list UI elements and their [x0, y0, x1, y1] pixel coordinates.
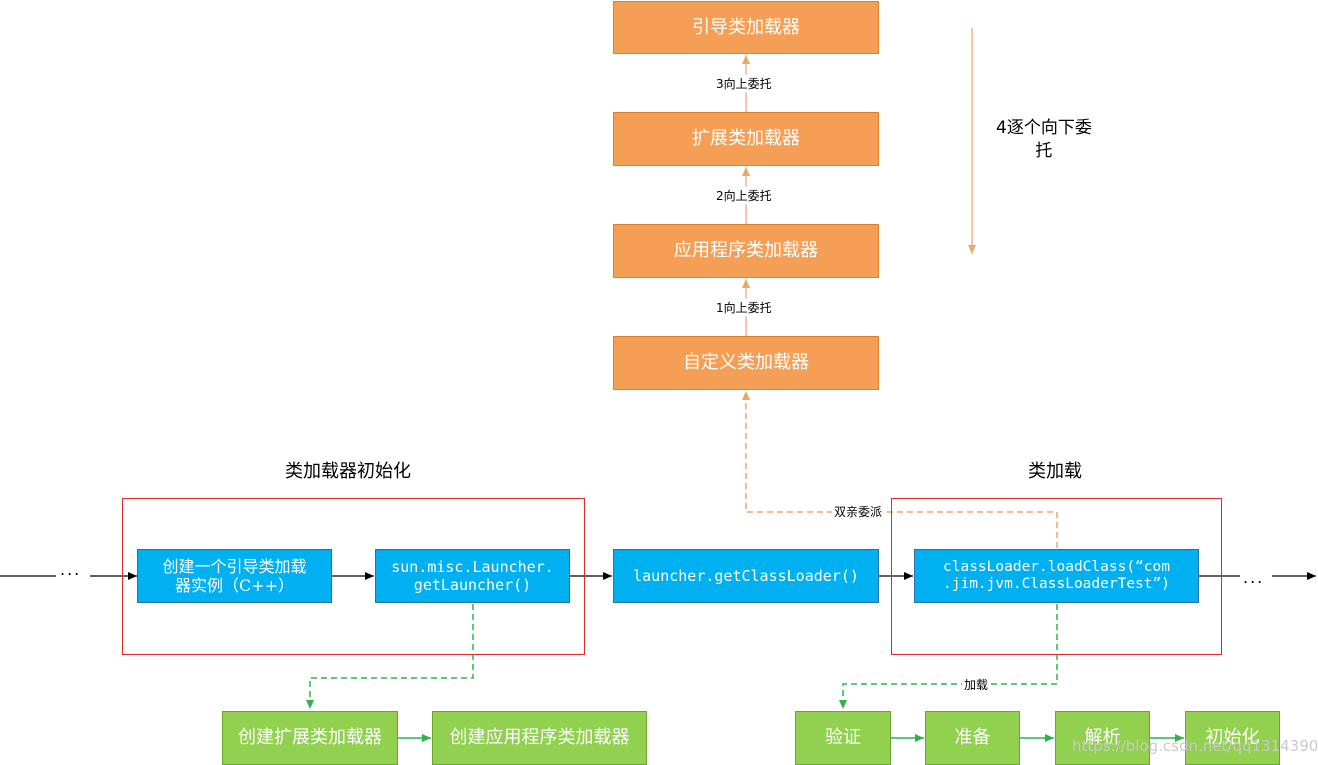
downward-delegation-line2: 托: [1035, 141, 1053, 161]
extension-classloader-box: 扩展类加载器: [613, 112, 879, 166]
init-section-title: 类加载器初始化: [285, 461, 411, 482]
init-section-frame: [122, 498, 585, 655]
arrow-launcher-creates: [306, 604, 474, 709]
delegate-1-label: 1向上委托: [714, 299, 774, 316]
get-launcher-line2: getLauncher(): [413, 576, 532, 594]
create-bootstrap-line2: 器实例（C++）: [174, 576, 295, 595]
bootstrap-classloader-box: 引导类加载器: [613, 1, 879, 54]
verify-label: 验证: [825, 727, 861, 749]
get-classloader-box: launcher.getClassLoader(): [613, 549, 879, 603]
watermark: https://blog.csdn.net/qq1314390: [1072, 737, 1318, 755]
resolve-label: 解析: [1084, 727, 1121, 749]
bootstrap-classloader-label: 引导类加载器: [692, 16, 800, 38]
delegate-2-label: 2向上委托: [714, 187, 774, 204]
create-application-box: 创建应用程序类加载器: [432, 711, 647, 765]
application-classloader-label: 应用程序类加载器: [674, 240, 818, 262]
load-label: 加载: [962, 676, 991, 693]
get-launcher-line1: sun.misc.Launcher.: [391, 558, 554, 576]
application-classloader-box: 应用程序类加载器: [613, 224, 879, 278]
load-class-box: classLoader.loadClass(“com .jim.jvm.Clas…: [914, 549, 1199, 603]
flow-ellipsis-right: ...: [1243, 568, 1265, 587]
initialize-label: 初始化: [1205, 727, 1260, 749]
load-class-line2: .jim.jvm.ClassLoaderTest”): [943, 576, 1170, 592]
create-extension-label: 创建扩展类加载器: [238, 727, 382, 749]
get-classloader-label: launcher.getClassLoader(): [633, 567, 859, 585]
prepare-box: 准备: [925, 711, 1020, 765]
create-extension-box: 创建扩展类加载器: [222, 711, 398, 765]
parent-delegation-label: 双亲委派: [832, 503, 885, 520]
delegate-3-label: 3向上委托: [714, 75, 774, 92]
get-launcher-box: sun.misc.Launcher. getLauncher(): [375, 549, 570, 603]
arrow-load: [839, 604, 1058, 709]
downward-delegation-label: 4逐个向下委 托: [996, 117, 1092, 163]
custom-classloader-label: 自定义类加载器: [683, 352, 809, 374]
load-section-frame: [891, 498, 1222, 655]
load-class-line1: classLoader.loadClass(“com: [943, 558, 1170, 575]
create-bootstrap-line1: 创建一个引导类加载: [162, 556, 307, 576]
flow-ellipsis-left: ...: [60, 560, 82, 579]
prepare-label: 准备: [954, 727, 991, 749]
custom-classloader-box: 自定义类加载器: [613, 336, 879, 390]
load-section-title: 类加载: [1028, 461, 1082, 482]
downward-delegation-line1: 4逐个向下委: [996, 118, 1092, 138]
extension-classloader-label: 扩展类加载器: [692, 128, 800, 150]
verify-box: 验证: [795, 711, 891, 765]
create-application-label: 创建应用程序类加载器: [449, 727, 630, 749]
arrow-parent-delegation: [742, 391, 1058, 548]
create-bootstrap-instance-box: 创建一个引导类加载 器实例（C++）: [137, 549, 332, 603]
